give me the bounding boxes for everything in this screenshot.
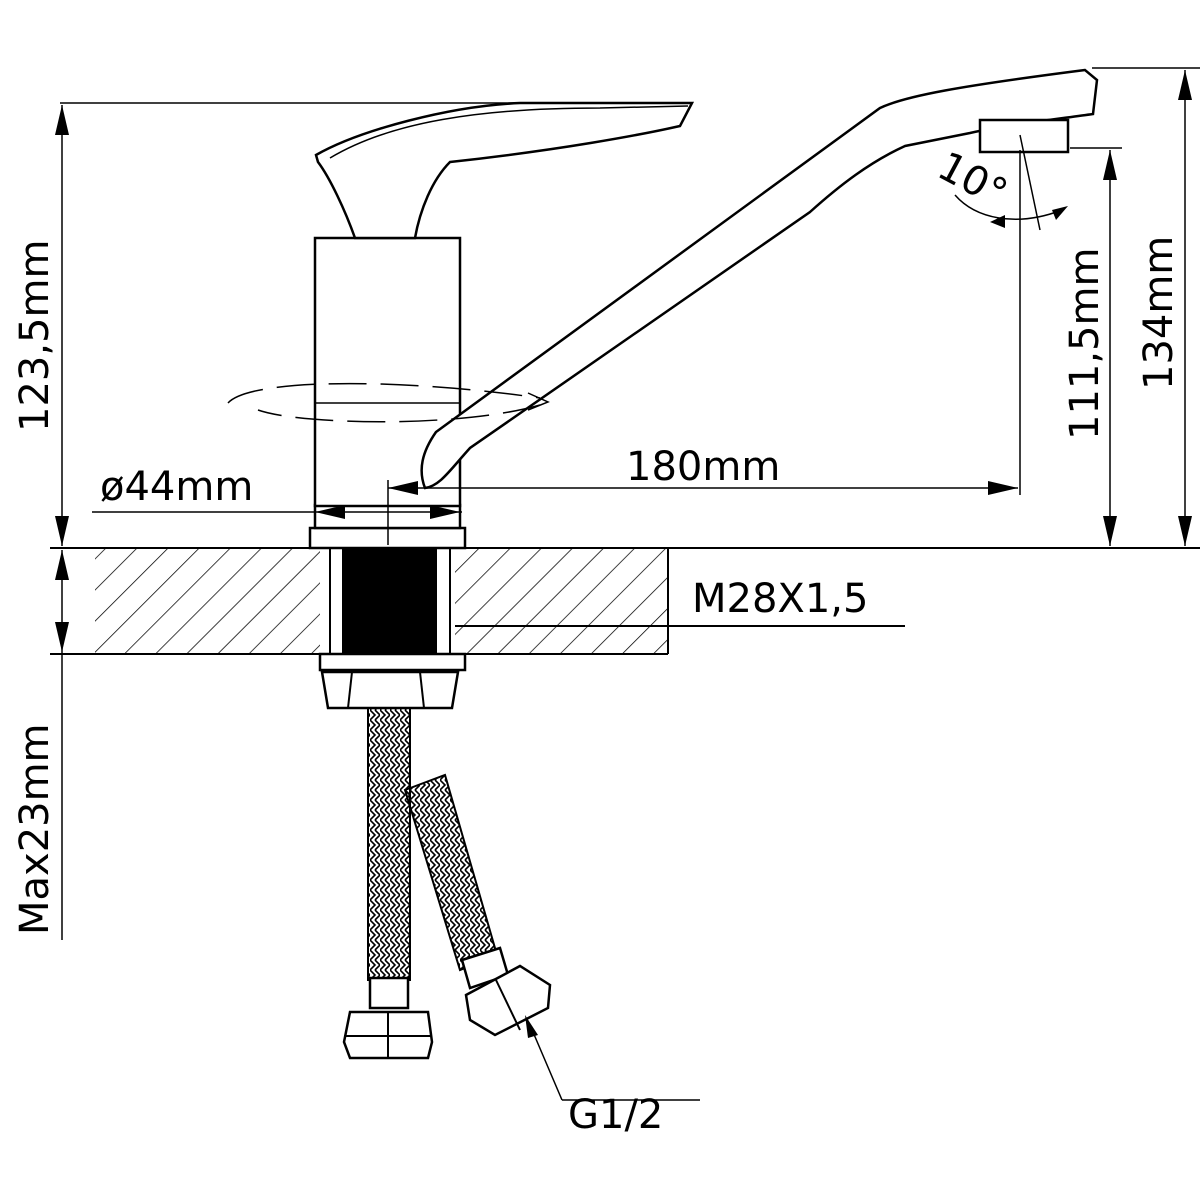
dimension-counter-thickness: Max23mm xyxy=(12,550,69,940)
max-counter-label: Max23mm xyxy=(12,723,58,935)
dimension-spout-height: 111,5mm xyxy=(1019,147,1122,546)
connection-leader: G1/2 xyxy=(525,1015,700,1138)
rotation-indicator xyxy=(227,382,550,423)
connection-label: G1/2 xyxy=(568,1092,663,1138)
dimension-total-height: 134mm xyxy=(1092,67,1200,546)
dimension-base-diameter: ø44mm xyxy=(92,464,462,519)
spout xyxy=(420,68,1099,490)
spout-reach-label: 180mm xyxy=(626,444,780,490)
countertop-section xyxy=(50,547,1200,655)
supply-hoses xyxy=(318,652,552,1060)
height-spout-label: 111,5mm xyxy=(1062,248,1108,440)
thread-label: M28X1,5 xyxy=(692,576,868,622)
handle-lever xyxy=(314,101,695,240)
height-total-label: 134mm xyxy=(1136,236,1182,390)
angle-label: 10° xyxy=(930,143,1014,217)
dimension-handle-height: 123,5mm xyxy=(12,102,692,546)
dimension-spout-reach: 180mm xyxy=(387,444,1018,545)
base-diameter-label: ø44mm xyxy=(100,464,253,510)
height-handle-label: 123,5mm xyxy=(12,240,58,432)
